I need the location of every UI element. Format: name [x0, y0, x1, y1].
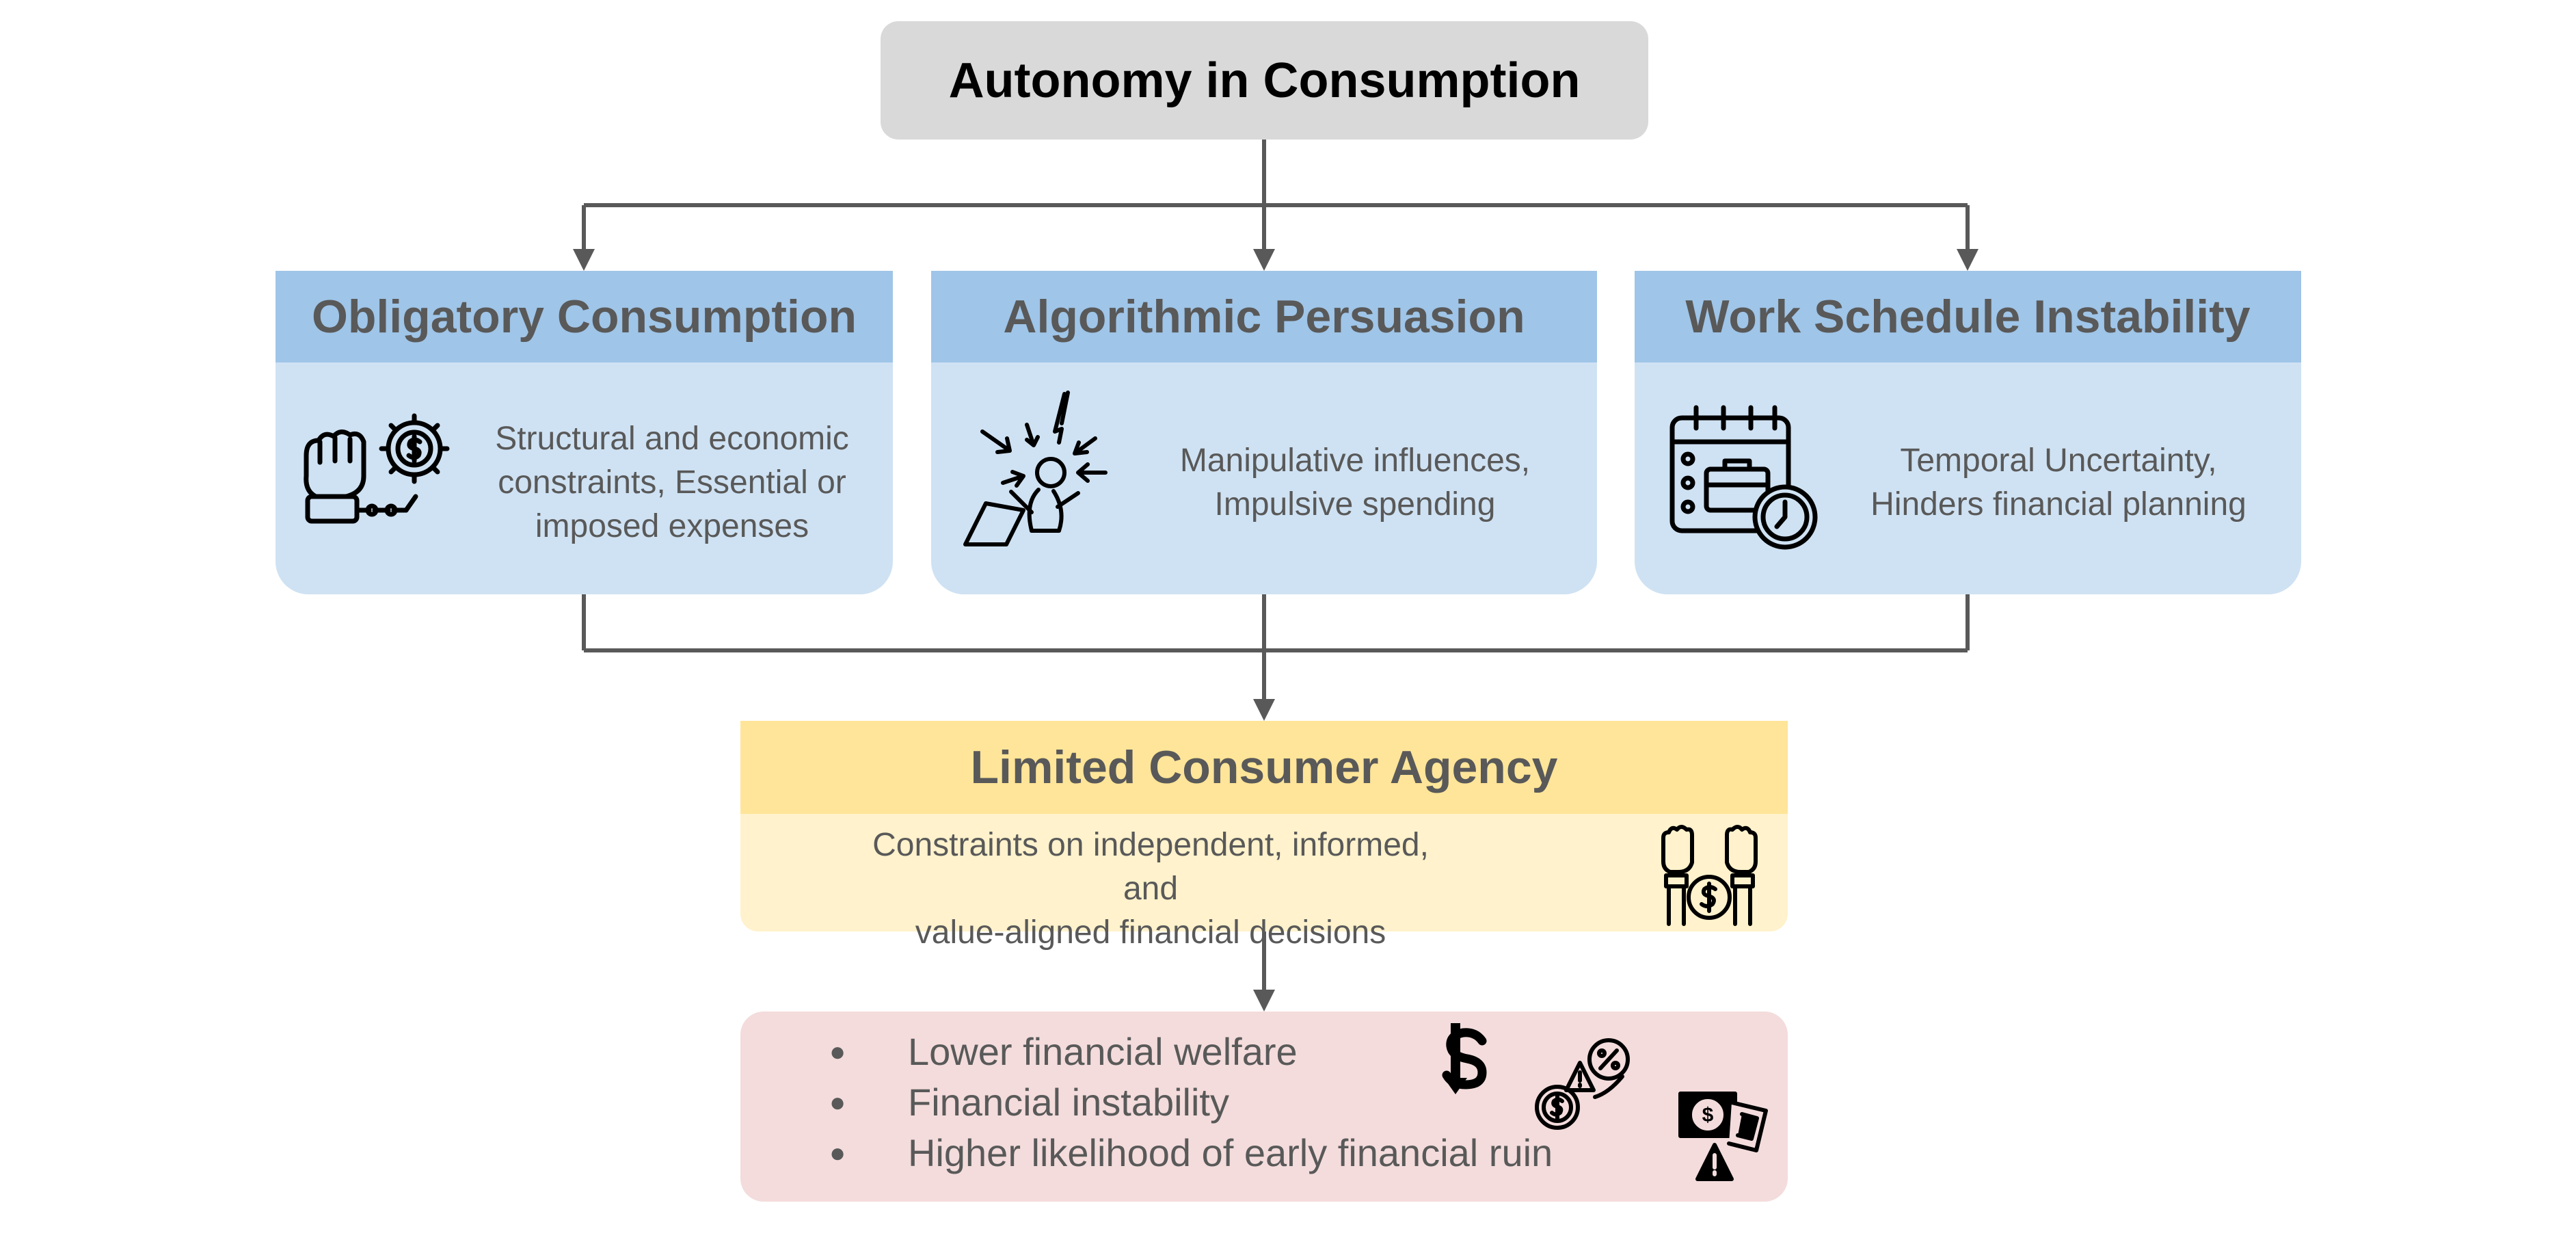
- outcomes-box: Lower financial welfare Financial instab…: [740, 1012, 1788, 1202]
- arrowhead-outcomes: [1253, 990, 1275, 1012]
- factor-line: Structural and economic: [495, 421, 849, 457]
- factor-card-work-schedule: Work Schedule Instability Temporal Uncer…: [1635, 271, 2301, 594]
- outcome-item: Financial instability: [829, 1077, 1553, 1128]
- factor-line: Impulsive spending: [1214, 486, 1496, 523]
- agency-line: value-aligned financial decisions: [915, 914, 1386, 951]
- arrowhead-agency: [1253, 699, 1275, 721]
- money-warning-icon: $: [1678, 1092, 1768, 1181]
- factor-title: Work Schedule Instability: [1635, 271, 2301, 362]
- factor-line: Temporal Uncertainty,: [1900, 442, 2217, 479]
- chained-fist-money-gear-icon: [304, 413, 450, 524]
- arrowhead-algorithmic: [1253, 249, 1275, 271]
- factor-line: Manipulative influences,: [1179, 442, 1531, 479]
- arrowhead-work-schedule: [1957, 249, 1978, 271]
- person-targeted-arrows-icon: [963, 391, 1108, 546]
- outcome-item: Higher likelihood of early financial rui…: [829, 1128, 1553, 1178]
- dollar-down-icon: [1442, 1023, 1487, 1094]
- arrowhead-obligatory: [573, 249, 595, 271]
- agency-title: Limited Consumer Agency: [740, 721, 1788, 814]
- factor-description: Temporal Uncertainty, Hinders financial …: [1826, 408, 2291, 558]
- root-title: Autonomy in Consumption: [948, 53, 1581, 108]
- factor-title: Obligatory Consumption: [276, 271, 893, 362]
- agency-line: Constraints on independent, informed, an…: [872, 827, 1429, 907]
- factor-title: Algorithmic Persuasion: [931, 271, 1597, 362]
- outcomes-list: Lower financial welfare Financial instab…: [829, 1027, 1553, 1178]
- agency-description-box: Constraints on independent, informed, an…: [740, 814, 1788, 951]
- outcome-item: Lower financial welfare: [829, 1027, 1553, 1077]
- svg-text:$: $: [1702, 1104, 1714, 1126]
- coin-warning-percent-icon: [1535, 1038, 1630, 1130]
- factor-line: imposed expenses: [535, 508, 809, 544]
- raised-hands-coin-icon: [1661, 825, 1758, 926]
- factor-description: Manipulative influences, Impulsive spend…: [1136, 408, 1574, 558]
- agency-description: Constraints on independent, informed, an…: [843, 823, 1458, 955]
- root-node: Autonomy in Consumption: [881, 21, 1648, 140]
- factor-line: constraints, Essential or: [498, 464, 846, 501]
- factor-line: Hinders financial planning: [1870, 486, 2246, 523]
- factor-card-obligatory: Obligatory Consumption Structural and ec…: [276, 271, 893, 594]
- factor-description: Structural and economic constraints, Ess…: [467, 408, 877, 558]
- factor-card-algorithmic: Algorithmic Persuasion Manipulative infl…: [931, 271, 1597, 594]
- calendar-briefcase-clock-icon: [1669, 405, 1818, 550]
